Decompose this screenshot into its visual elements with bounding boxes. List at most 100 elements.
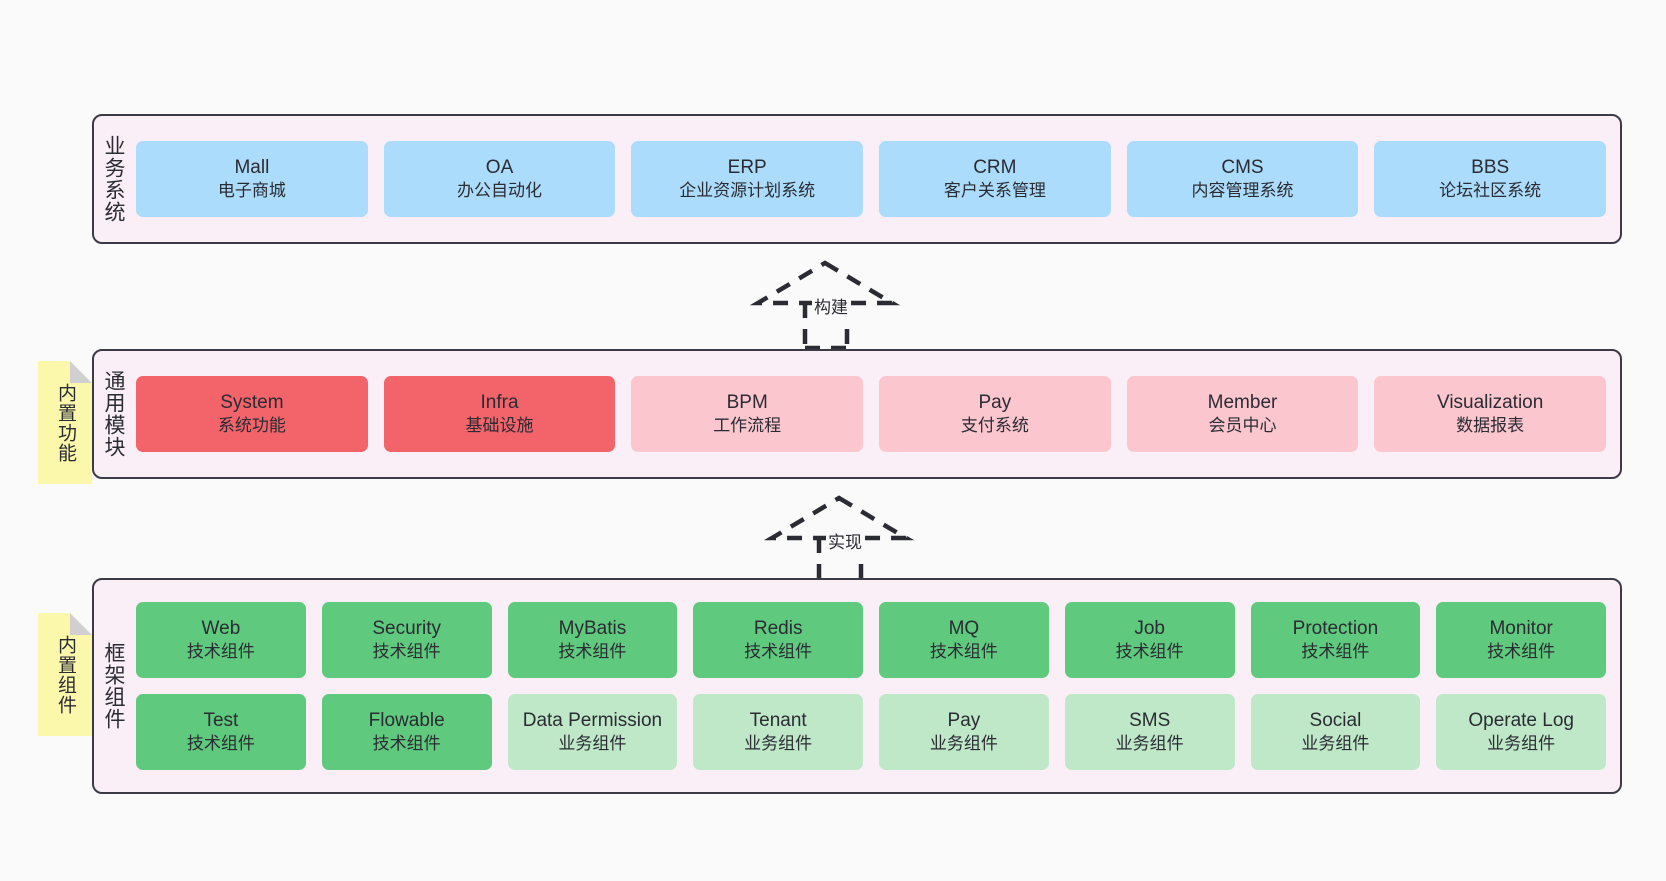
- node-subtitle: 技术组件: [186, 642, 255, 662]
- node-title: Member: [1207, 391, 1278, 413]
- node-subtitle: 业务组件: [744, 734, 813, 754]
- node-erp[interactable]: ERP 企业资源计划系统: [631, 141, 864, 217]
- node-title: MQ: [948, 617, 980, 639]
- layer-framework-components[interactable]: 框架组件 Web 技术组件 Security 技术组件 MyBatis 技术组件…: [92, 578, 1622, 794]
- node-subtitle: 业务组件: [558, 734, 627, 754]
- node-mybatis[interactable]: MyBatis 技术组件: [507, 602, 678, 678]
- node-subtitle: 企业资源计划系统: [679, 181, 816, 201]
- node-row: Mall 电子商城 OA 办公自动化 ERP 企业资源计划系统 CRM 客户关系…: [136, 141, 1606, 217]
- node-row: Web 技术组件 Security 技术组件 MyBatis 技术组件 Redi…: [136, 602, 1607, 678]
- node-tenant[interactable]: Tenant 业务组件: [693, 694, 864, 770]
- node-title: SMS: [1129, 709, 1171, 731]
- node-row: System 系统功能 Infra 基础设施 BPM 工作流程 Pay 支付系统…: [136, 376, 1606, 452]
- node-subtitle: 办公自动化: [457, 181, 543, 201]
- node-title: Infra: [480, 391, 519, 413]
- node-subtitle: 技术组件: [929, 642, 998, 662]
- node-title: Visualization: [1436, 391, 1544, 413]
- node-pay-module[interactable]: Pay 支付系统: [879, 376, 1111, 452]
- node-pay-component[interactable]: Pay 业务组件: [879, 694, 1049, 770]
- node-sms[interactable]: SMS 业务组件: [1064, 694, 1235, 770]
- node-subtitle: 技术组件: [372, 734, 441, 754]
- node-social[interactable]: Social 业务组件: [1250, 694, 1421, 770]
- node-subtitle: 会员中心: [1208, 416, 1277, 436]
- node-subtitle: 技术组件: [744, 642, 813, 662]
- node-title: MyBatis: [558, 617, 627, 639]
- layer-body-business-systems: Mall 电子商城 OA 办公自动化 ERP 企业资源计划系统 CRM 客户关系…: [130, 141, 1620, 217]
- layer-caption-business-systems: 业务系统: [102, 135, 126, 223]
- sticky-note-builtin-features[interactable]: 内置功能: [38, 361, 92, 484]
- node-operate-log[interactable]: Operate Log 业务组件: [1436, 694, 1607, 770]
- node-security[interactable]: Security 技术组件: [321, 602, 492, 678]
- node-subtitle: 电子商城: [217, 181, 286, 201]
- sticky-note-builtin-components[interactable]: 内置组件: [38, 613, 92, 736]
- node-title: Pay: [978, 391, 1012, 413]
- node-title: Flowable: [368, 709, 445, 731]
- node-bpm[interactable]: BPM 工作流程: [631, 376, 864, 452]
- node-subtitle: 技术组件: [186, 734, 255, 754]
- node-title: CRM: [973, 156, 1017, 178]
- node-title: Pay: [947, 709, 981, 731]
- node-subtitle: 技术组件: [1487, 642, 1556, 662]
- node-redis[interactable]: Redis 技术组件: [693, 602, 864, 678]
- node-subtitle: 技术组件: [558, 642, 627, 662]
- node-title: Operate Log: [1468, 709, 1574, 731]
- node-title: Test: [203, 709, 239, 731]
- node-title: Protection: [1292, 617, 1379, 639]
- node-mall[interactable]: Mall 电子商城: [136, 141, 368, 217]
- connector-label-build: 构建: [812, 293, 850, 318]
- connector-label-implement: 实现: [826, 528, 864, 553]
- node-monitor[interactable]: Monitor 技术组件: [1436, 602, 1607, 678]
- layer-business-systems[interactable]: 业务系统 Mall 电子商城 OA 办公自动化 ERP 企业资源计划系统 CRM: [92, 114, 1622, 244]
- layer-body-framework-components: Web 技术组件 Security 技术组件 MyBatis 技术组件 Redi…: [130, 602, 1620, 770]
- node-title: System: [220, 391, 284, 413]
- node-subtitle: 业务组件: [1487, 734, 1556, 754]
- node-title: BBS: [1471, 156, 1510, 178]
- node-subtitle: 技术组件: [1115, 642, 1184, 662]
- folded-corner-icon: [70, 361, 92, 383]
- node-visualization[interactable]: Visualization 数据报表: [1374, 376, 1606, 452]
- node-subtitle: 技术组件: [372, 642, 441, 662]
- node-protection[interactable]: Protection 技术组件: [1250, 602, 1421, 678]
- layer-caption-common-modules: 通用模块: [102, 370, 126, 458]
- node-title: Redis: [753, 617, 803, 639]
- node-title: ERP: [727, 156, 767, 178]
- node-subtitle: 基础设施: [465, 416, 534, 436]
- node-test[interactable]: Test 技术组件: [136, 694, 306, 770]
- node-oa[interactable]: OA 办公自动化: [383, 141, 616, 217]
- node-mq[interactable]: MQ 技术组件: [879, 602, 1049, 678]
- node-row: Test 技术组件 Flowable 技术组件 Data Permission …: [136, 694, 1607, 770]
- layer-caption-framework-components: 框架组件: [102, 642, 126, 730]
- node-subtitle: 业务组件: [1301, 734, 1370, 754]
- node-title: Monitor: [1489, 617, 1553, 639]
- node-flowable[interactable]: Flowable 技术组件: [321, 694, 492, 770]
- sticky-note-label: 内置组件: [54, 634, 76, 715]
- node-title: OA: [485, 156, 514, 178]
- node-web[interactable]: Web 技术组件: [136, 602, 306, 678]
- node-subtitle: 工作流程: [713, 416, 782, 436]
- node-title: Job: [1134, 617, 1165, 639]
- node-cms[interactable]: CMS 内容管理系统: [1126, 141, 1359, 217]
- node-subtitle: 业务组件: [1115, 734, 1184, 754]
- node-title: Tenant: [749, 709, 807, 731]
- node-title: Mall: [234, 156, 270, 178]
- node-subtitle: 业务组件: [929, 734, 998, 754]
- node-bbs[interactable]: BBS 论坛社区系统: [1374, 141, 1606, 217]
- node-member[interactable]: Member 会员中心: [1126, 376, 1359, 452]
- node-crm[interactable]: CRM 客户关系管理: [879, 141, 1111, 217]
- node-subtitle: 系统功能: [217, 416, 286, 436]
- sticky-note-label: 内置功能: [54, 382, 76, 463]
- node-title: BPM: [726, 391, 768, 413]
- node-job[interactable]: Job 技术组件: [1064, 602, 1235, 678]
- node-title: Web: [201, 617, 241, 639]
- node-subtitle: 客户关系管理: [943, 181, 1046, 201]
- node-title: Security: [372, 617, 441, 639]
- node-subtitle: 数据报表: [1456, 416, 1525, 436]
- node-subtitle: 技术组件: [1301, 642, 1370, 662]
- node-data-permission[interactable]: Data Permission 业务组件: [507, 694, 678, 770]
- node-subtitle: 支付系统: [960, 416, 1029, 436]
- layer-common-modules[interactable]: 通用模块 System 系统功能 Infra 基础设施 BPM 工作流程 Pay: [92, 349, 1622, 479]
- node-title: Data Permission: [522, 709, 663, 731]
- node-system[interactable]: System 系统功能: [136, 376, 368, 452]
- node-subtitle: 内容管理系统: [1191, 181, 1294, 201]
- node-infra[interactable]: Infra 基础设施: [383, 376, 616, 452]
